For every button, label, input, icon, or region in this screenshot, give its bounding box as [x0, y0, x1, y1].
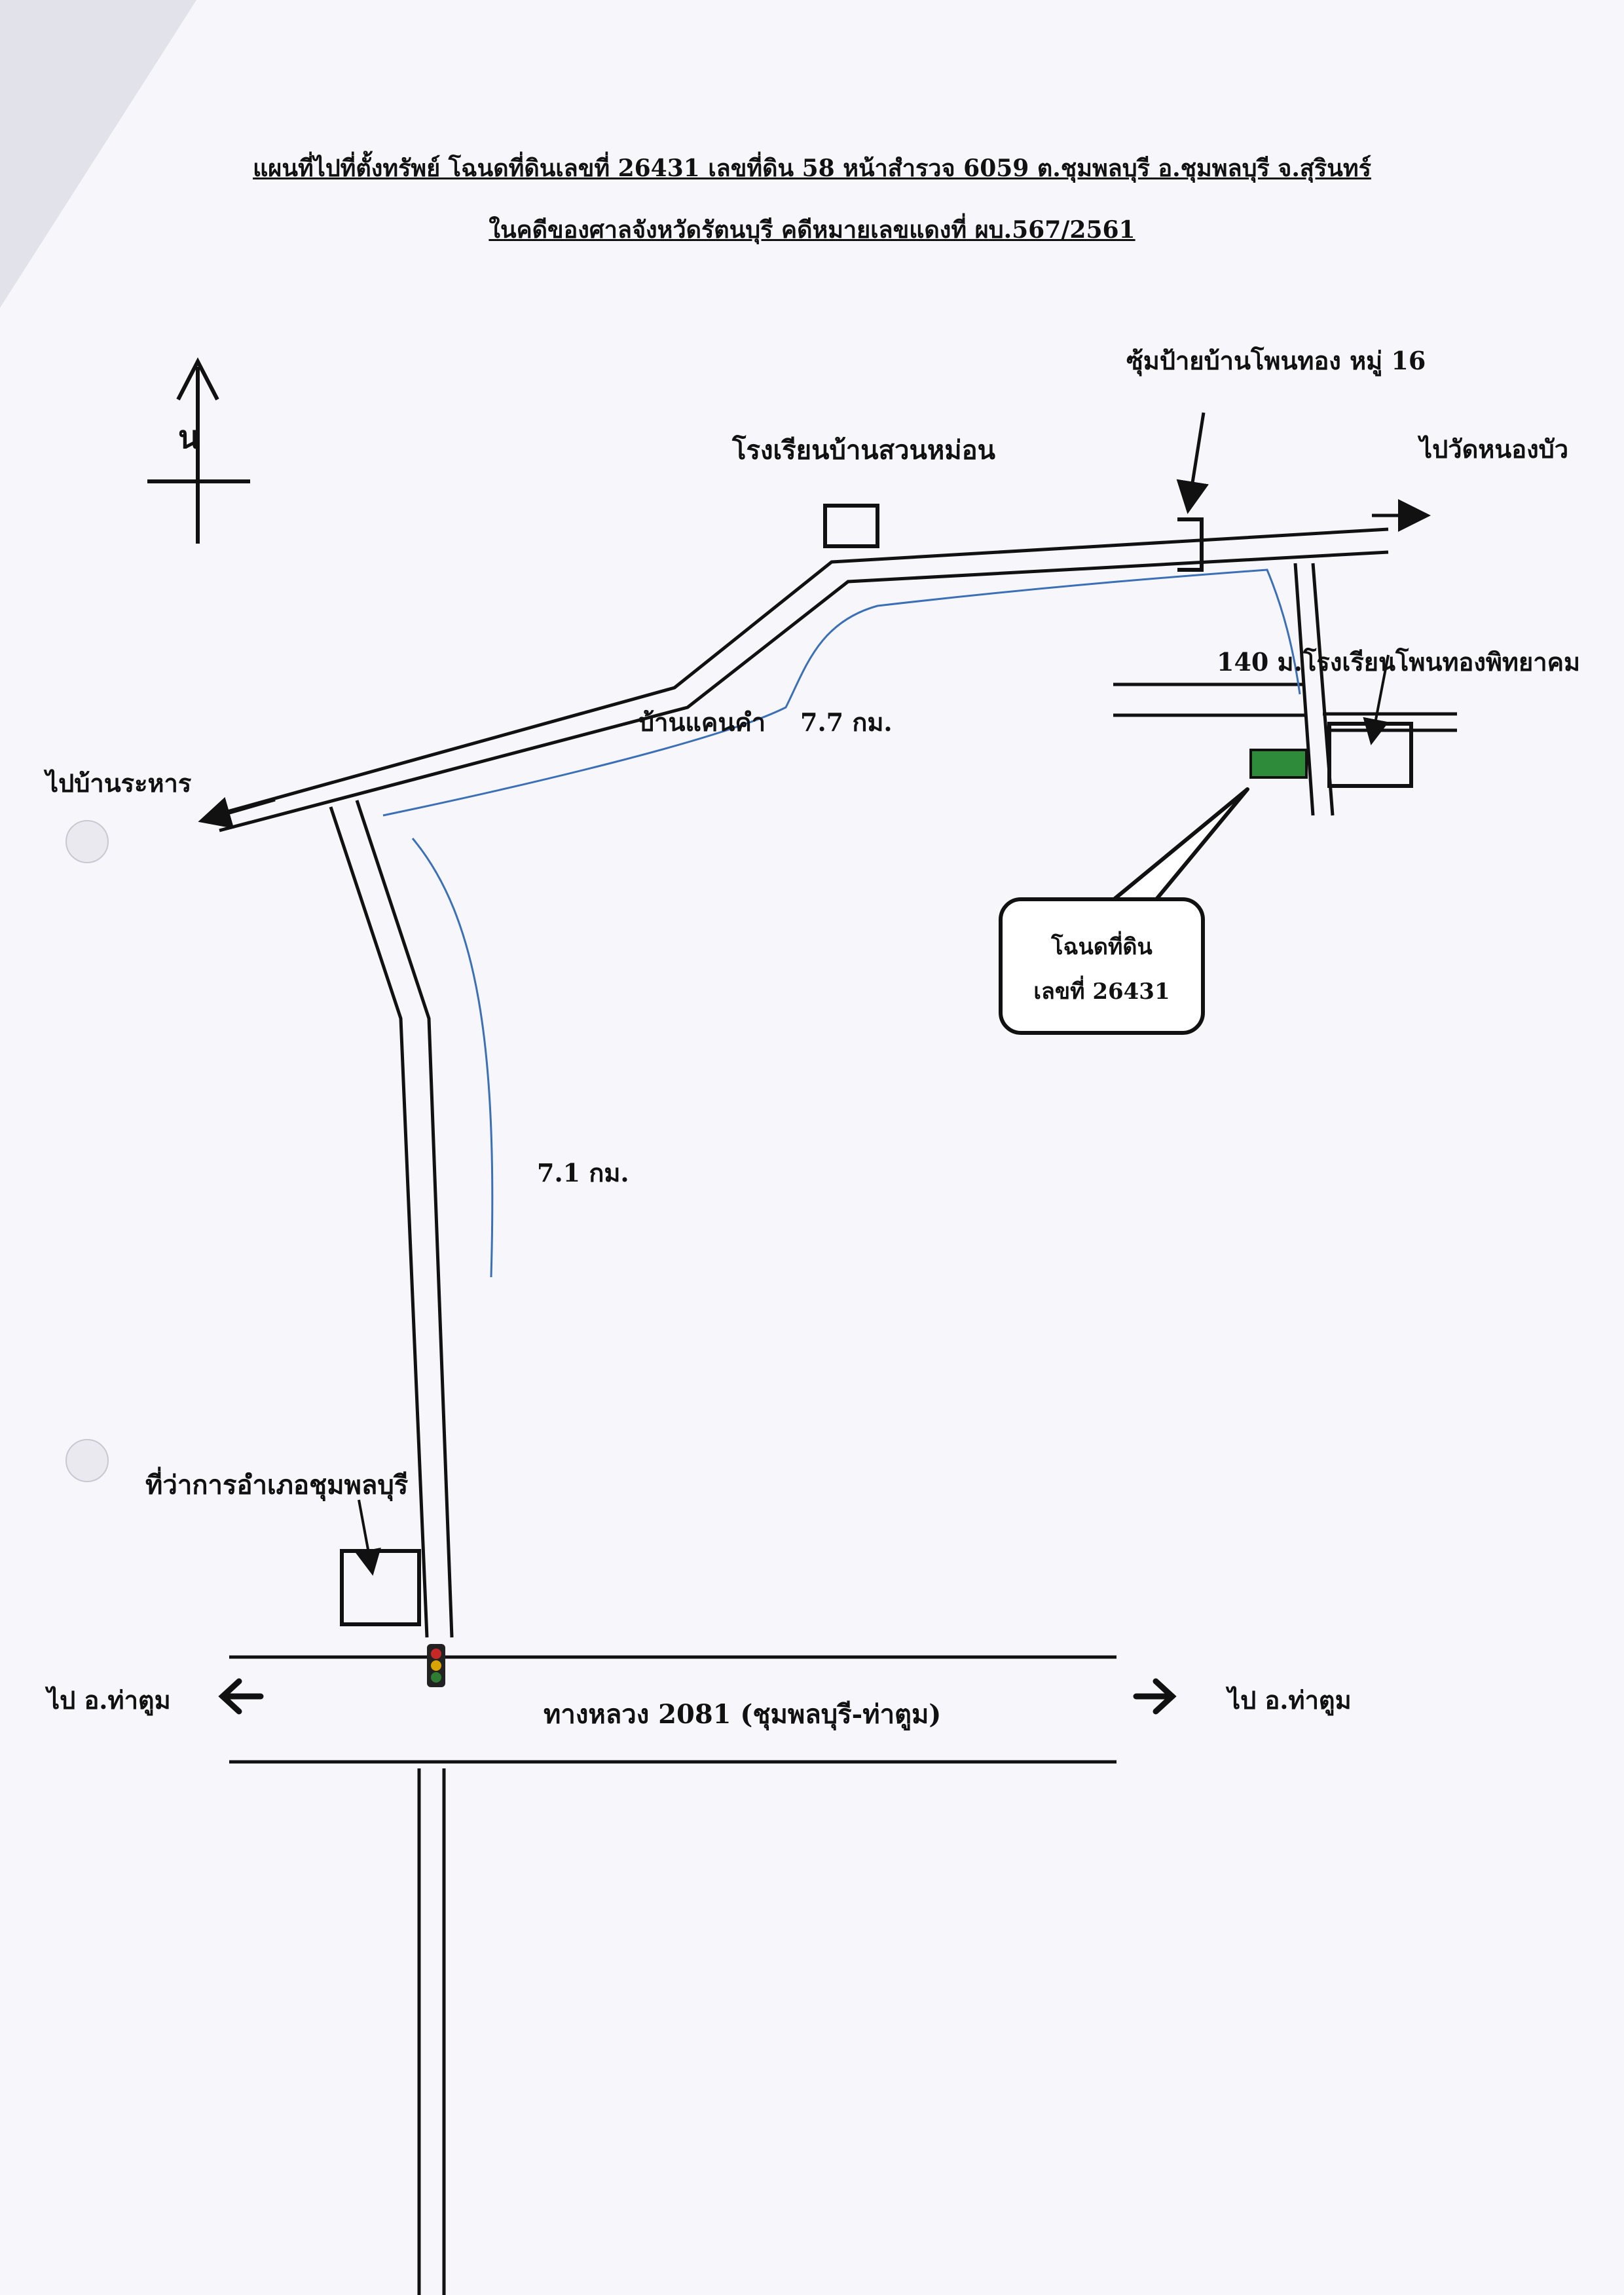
district-office-pointer — [355, 1499, 381, 1576]
label-highway-2081: ทางหลวง 2081 (ชุมพลบุรี-ท่าตูม) — [544, 1699, 942, 1730]
arch-marker — [1177, 517, 1204, 572]
label-to-wat-nong-bua: ไปวัดหนองบัว — [1420, 434, 1569, 464]
side-road-south — [329, 800, 454, 1638]
arrow-to-ban-rahan — [198, 796, 276, 829]
label-distance-140m: 140 ม. — [1217, 647, 1302, 677]
arrow-to-tha-tum-left — [218, 1678, 264, 1715]
label-to-ban-rahan: ไปบ้านระหาร — [46, 768, 192, 798]
header-line-1: แผนที่ไปที่ตั้งทรัพย์ โฉนดที่ดินเลขที่ 2… — [253, 155, 1371, 182]
highway-2081 — [229, 1655, 1116, 2295]
deed-callout-line1: โฉนดที่ดิน — [1051, 934, 1153, 960]
district-office-box — [340, 1549, 421, 1626]
north-label: น — [178, 419, 200, 456]
traffic-light-icon — [427, 1644, 445, 1687]
label-school-suan-mon: โรงเรียนบ้านสวนหม่อน — [732, 435, 995, 466]
school-phon-thong-box — [1327, 722, 1413, 788]
label-distance-7-7: 7.7 กม. — [800, 707, 893, 737]
arrow-to-tha-tum-right — [1133, 1678, 1177, 1715]
label-distance-7-1: 7.1 กม. — [537, 1158, 629, 1187]
deed-callout-line2: เลขที่ 26431 — [1033, 979, 1170, 1005]
land-parcel — [1249, 749, 1308, 779]
label-district-office: ที่ว่าการอำเภอชุมพลบุรี — [145, 1470, 409, 1501]
school-phon-thong-pointer — [1363, 654, 1390, 745]
north-compass — [147, 357, 250, 544]
phon-thong-road — [1113, 563, 1457, 816]
label-to-tha-tum-right: ไป อ.ท่าตูม — [1228, 1685, 1352, 1715]
deed-callout: โฉนดที่ดิน เลขที่ 26431 — [999, 897, 1205, 1035]
label-school-phon-thong: โรงเรียนโพนทองพิทยาคม — [1303, 647, 1581, 677]
deed-callout-tail — [1112, 787, 1249, 905]
punch-hole-bottom — [65, 1439, 109, 1482]
header-line-2: ในคดีของศาลจังหวัดรัตนบุรี คดีหมายเลขแดง… — [489, 216, 1135, 244]
label-arch-phon-thong: ซุ้มป้ายบ้านโพนทอง หมู่ 16 — [1126, 346, 1426, 375]
label-ban-kaen-kham: บ้านแคนคำ — [638, 707, 766, 737]
main-road — [206, 527, 1389, 832]
label-to-tha-tum-left: ไป อ.ท่าตูม — [47, 1685, 171, 1715]
waterway — [382, 569, 1301, 1278]
folded-corner — [0, 0, 196, 308]
punch-hole-top — [65, 820, 109, 863]
arch-pointer — [1176, 412, 1209, 514]
school-suan-mon-box — [823, 504, 879, 548]
